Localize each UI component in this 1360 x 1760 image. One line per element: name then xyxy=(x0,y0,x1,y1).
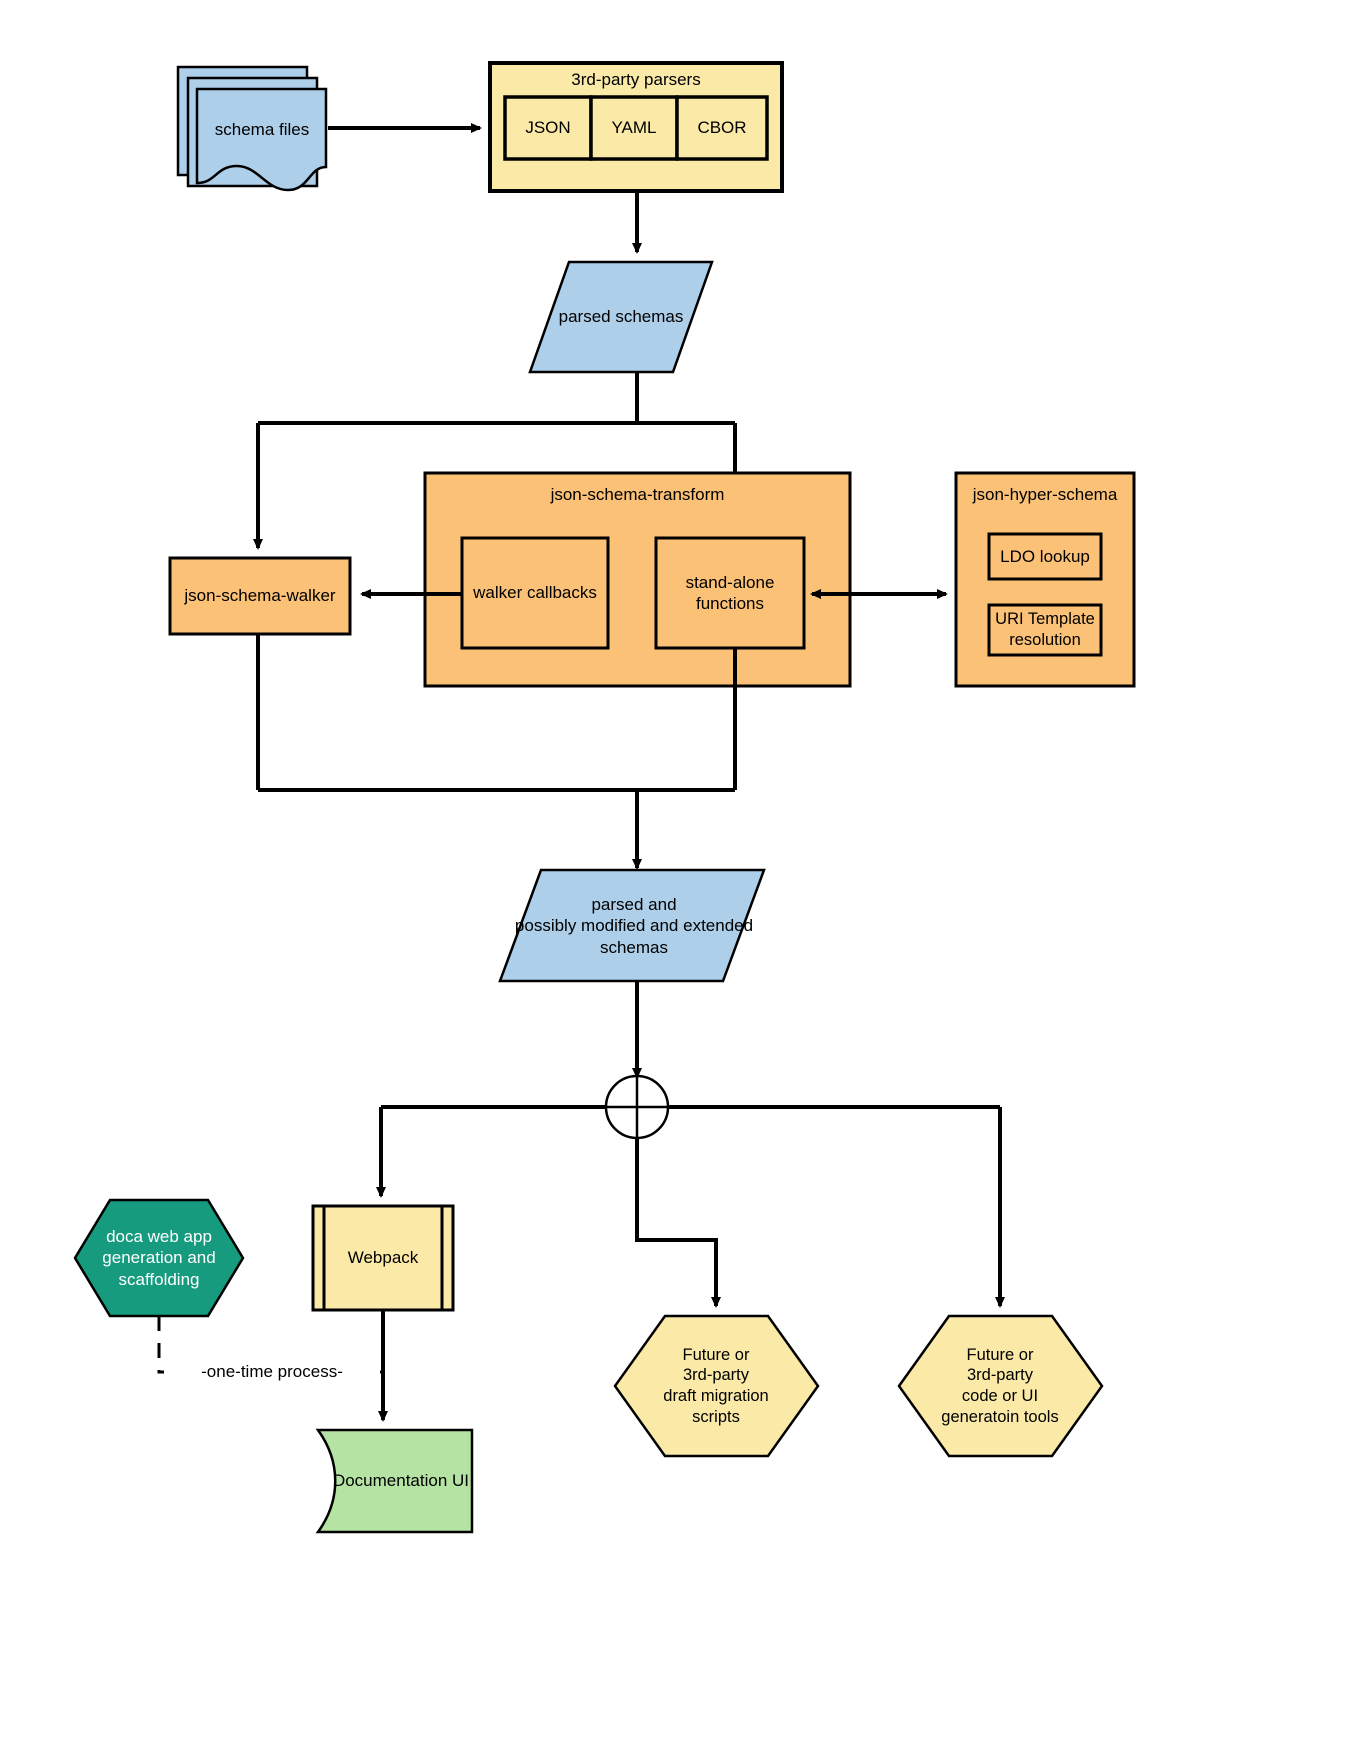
third-party-parsers-shape[interactable] xyxy=(488,61,784,193)
parsed-modified-schemas-shape[interactable] xyxy=(498,868,766,983)
junction-node-shape[interactable] xyxy=(604,1074,670,1140)
parsed-schemas-shape[interactable] xyxy=(528,260,714,374)
webpack-shape[interactable] xyxy=(311,1204,455,1312)
stand-alone-functions-shape xyxy=(654,536,806,650)
parser-cell-yaml xyxy=(589,95,679,161)
walker-callbacks-shape xyxy=(460,536,610,650)
edge-junction-to-draftmigration xyxy=(635,1138,721,1308)
schema-files-shape[interactable] xyxy=(176,65,328,192)
ldo-lookup-shape xyxy=(987,532,1103,581)
edge-one-time-process xyxy=(157,1316,383,1374)
documentation-ui-shape[interactable] xyxy=(315,1428,474,1534)
parser-cell-json xyxy=(503,95,593,161)
future-draft-migration-shape[interactable] xyxy=(613,1314,820,1458)
doca-web-app-shape[interactable] xyxy=(73,1198,245,1318)
parser-cell-cbor xyxy=(675,95,769,161)
json-schema-transform-shape[interactable] xyxy=(423,471,852,688)
uri-template-resolution-shape xyxy=(987,603,1103,657)
json-schema-walker-shape[interactable] xyxy=(168,556,352,636)
future-code-ui-tools-shape[interactable] xyxy=(897,1314,1104,1458)
json-hyper-schema-shape[interactable] xyxy=(954,471,1136,688)
